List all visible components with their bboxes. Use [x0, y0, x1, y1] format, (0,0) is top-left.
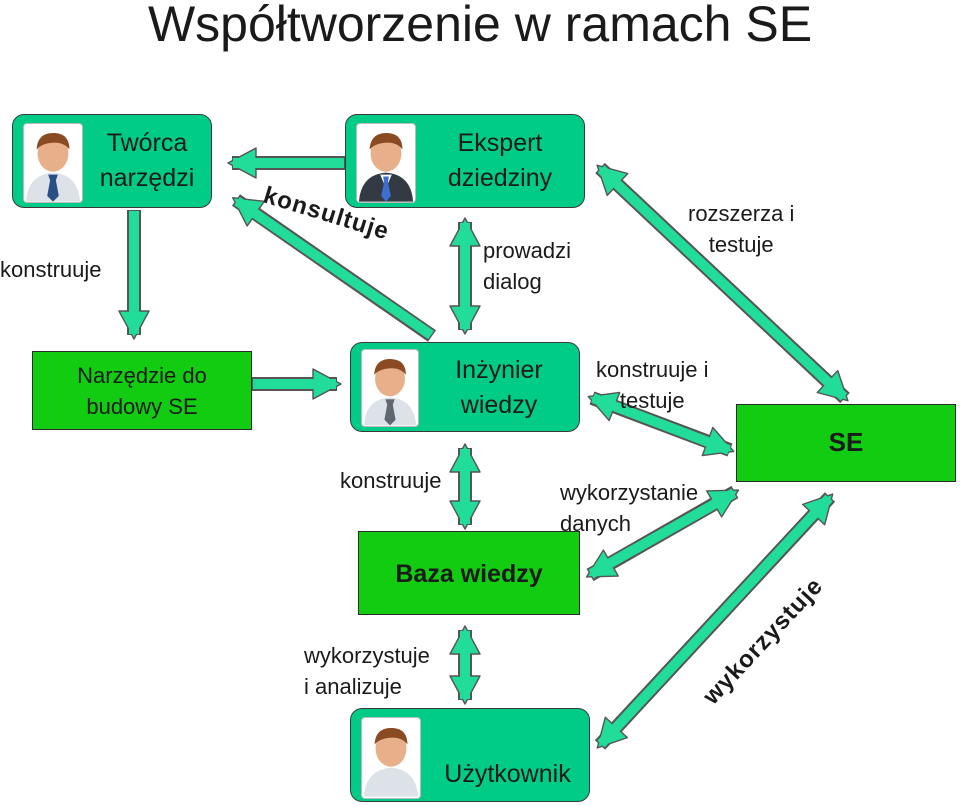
person-avatar-icon: [23, 123, 83, 203]
node-se: SE: [736, 404, 956, 482]
node-label: Narzędzie do budowy SE: [77, 363, 207, 419]
node-uzytkownik: Użytkownik: [350, 708, 590, 802]
node-ekspert-dziedziny: Ekspert dziedziny: [345, 114, 585, 208]
node-label: Baza wiedzy: [395, 560, 543, 588]
node-tworca-narzedzi: Twórca narzędzi: [12, 114, 212, 208]
person-avatar-icon: [361, 717, 421, 799]
node-baza-wiedzy: Baza wiedzy: [358, 531, 580, 615]
node-label: Użytkownik: [444, 760, 571, 788]
node-inzynier-wiedzy: Inżynier wiedzy: [350, 342, 580, 432]
node-label: Ekspert dziedziny: [447, 129, 553, 192]
person-avatar-icon: [356, 123, 416, 203]
node-label: Inżynier wiedzy: [455, 356, 543, 419]
person-avatar-icon: [361, 349, 419, 427]
edge-label-prowadzi-dialog: prowadzi dialog: [483, 238, 572, 294]
edge-label-rozszerza-testuje: rozszerza i testuje: [688, 201, 795, 257]
edge-label-konstruuje: konstruuje: [0, 257, 102, 282]
edge-label-wykorzystuje-analizuje: wykorzystuje i analizuje: [304, 643, 430, 699]
edge-label-wykorzystanie-danych: wykorzystanie danych: [560, 480, 699, 536]
node-narzedzie: Narzędzie do budowy SE: [32, 351, 252, 430]
edge-label-konstruuje-baza: konstruuje: [340, 468, 442, 493]
edge-label-konstruuje-testuje: konstruuje i testuje: [596, 357, 709, 413]
diagram-title: Współtworzenie w ramach SE: [147, 0, 813, 52]
node-label: Twórca narzędzi: [99, 129, 195, 192]
node-label: SE: [828, 427, 864, 457]
